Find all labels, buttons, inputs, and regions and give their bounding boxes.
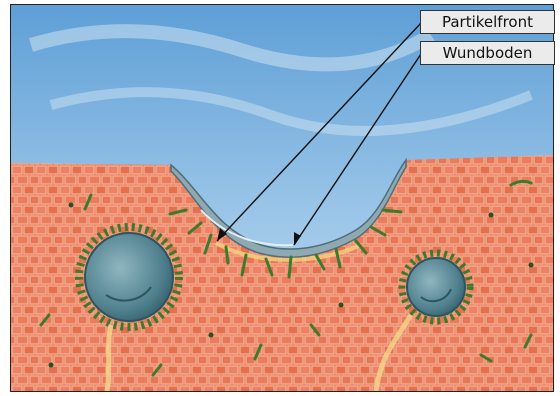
label-partikelfront: Partikelfront <box>420 10 555 34</box>
label-wundboden: Wundboden <box>420 41 555 65</box>
